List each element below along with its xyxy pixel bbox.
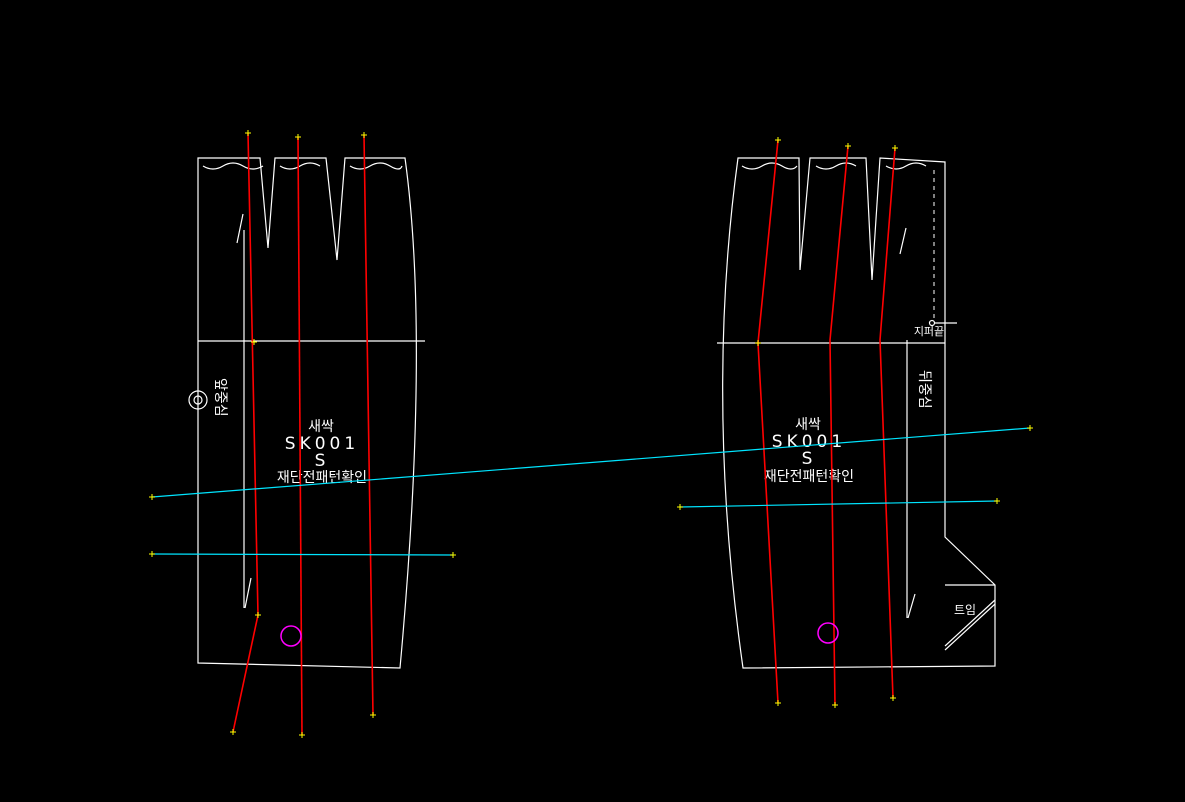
back-outline <box>722 157 996 669</box>
front-grainline-1[interactable] <box>232 132 259 733</box>
zipper-end-point <box>928 319 936 327</box>
zipper-end-label: 지퍼끝 <box>914 325 944 338</box>
back-notch <box>899 227 907 255</box>
front-outline <box>197 157 417 669</box>
back-center-label: 뒤중심 <box>916 370 932 409</box>
front-center-label: 앞중심 <box>212 378 228 417</box>
front-notch <box>236 213 244 244</box>
vent-hatch <box>944 599 996 647</box>
front-notch <box>244 577 252 609</box>
back-note: 재단전패턴확인 <box>764 469 854 485</box>
back-skirt-piece[interactable]: 지퍼끝 뒤중심 트임 새싹 SK001 S 재단전패턴확인 <box>717 139 996 706</box>
back-grainline-3[interactable] <box>879 147 896 699</box>
front-code: SK001 <box>285 434 359 454</box>
front-size: S <box>315 451 330 471</box>
back-notch <box>907 593 916 619</box>
front-grainline-3[interactable] <box>363 134 374 716</box>
front-skirt-piece[interactable]: 앞중심 새싹 SK001 S 재단전패턴확인 <box>188 132 425 736</box>
vent-hatch <box>944 603 996 651</box>
back-marker-circle <box>817 622 839 644</box>
back-name: 새싹 <box>795 417 821 433</box>
endpoint-markers <box>149 130 1033 738</box>
guide-line-long[interactable] <box>151 427 1031 498</box>
front-marker-circle <box>280 625 302 647</box>
back-size: S <box>802 449 817 469</box>
back-grainline-1[interactable] <box>757 139 779 704</box>
front-button-icon <box>188 390 208 410</box>
front-waist-seam <box>202 162 403 170</box>
guide-line-front[interactable] <box>151 553 454 556</box>
back-waist-seam <box>741 162 927 170</box>
front-name: 새싹 <box>308 419 334 435</box>
guide-line-back[interactable] <box>679 500 998 508</box>
front-button-inner <box>193 395 203 405</box>
back-grainline-2[interactable] <box>829 145 849 706</box>
vent-label: 트임 <box>954 603 976 617</box>
